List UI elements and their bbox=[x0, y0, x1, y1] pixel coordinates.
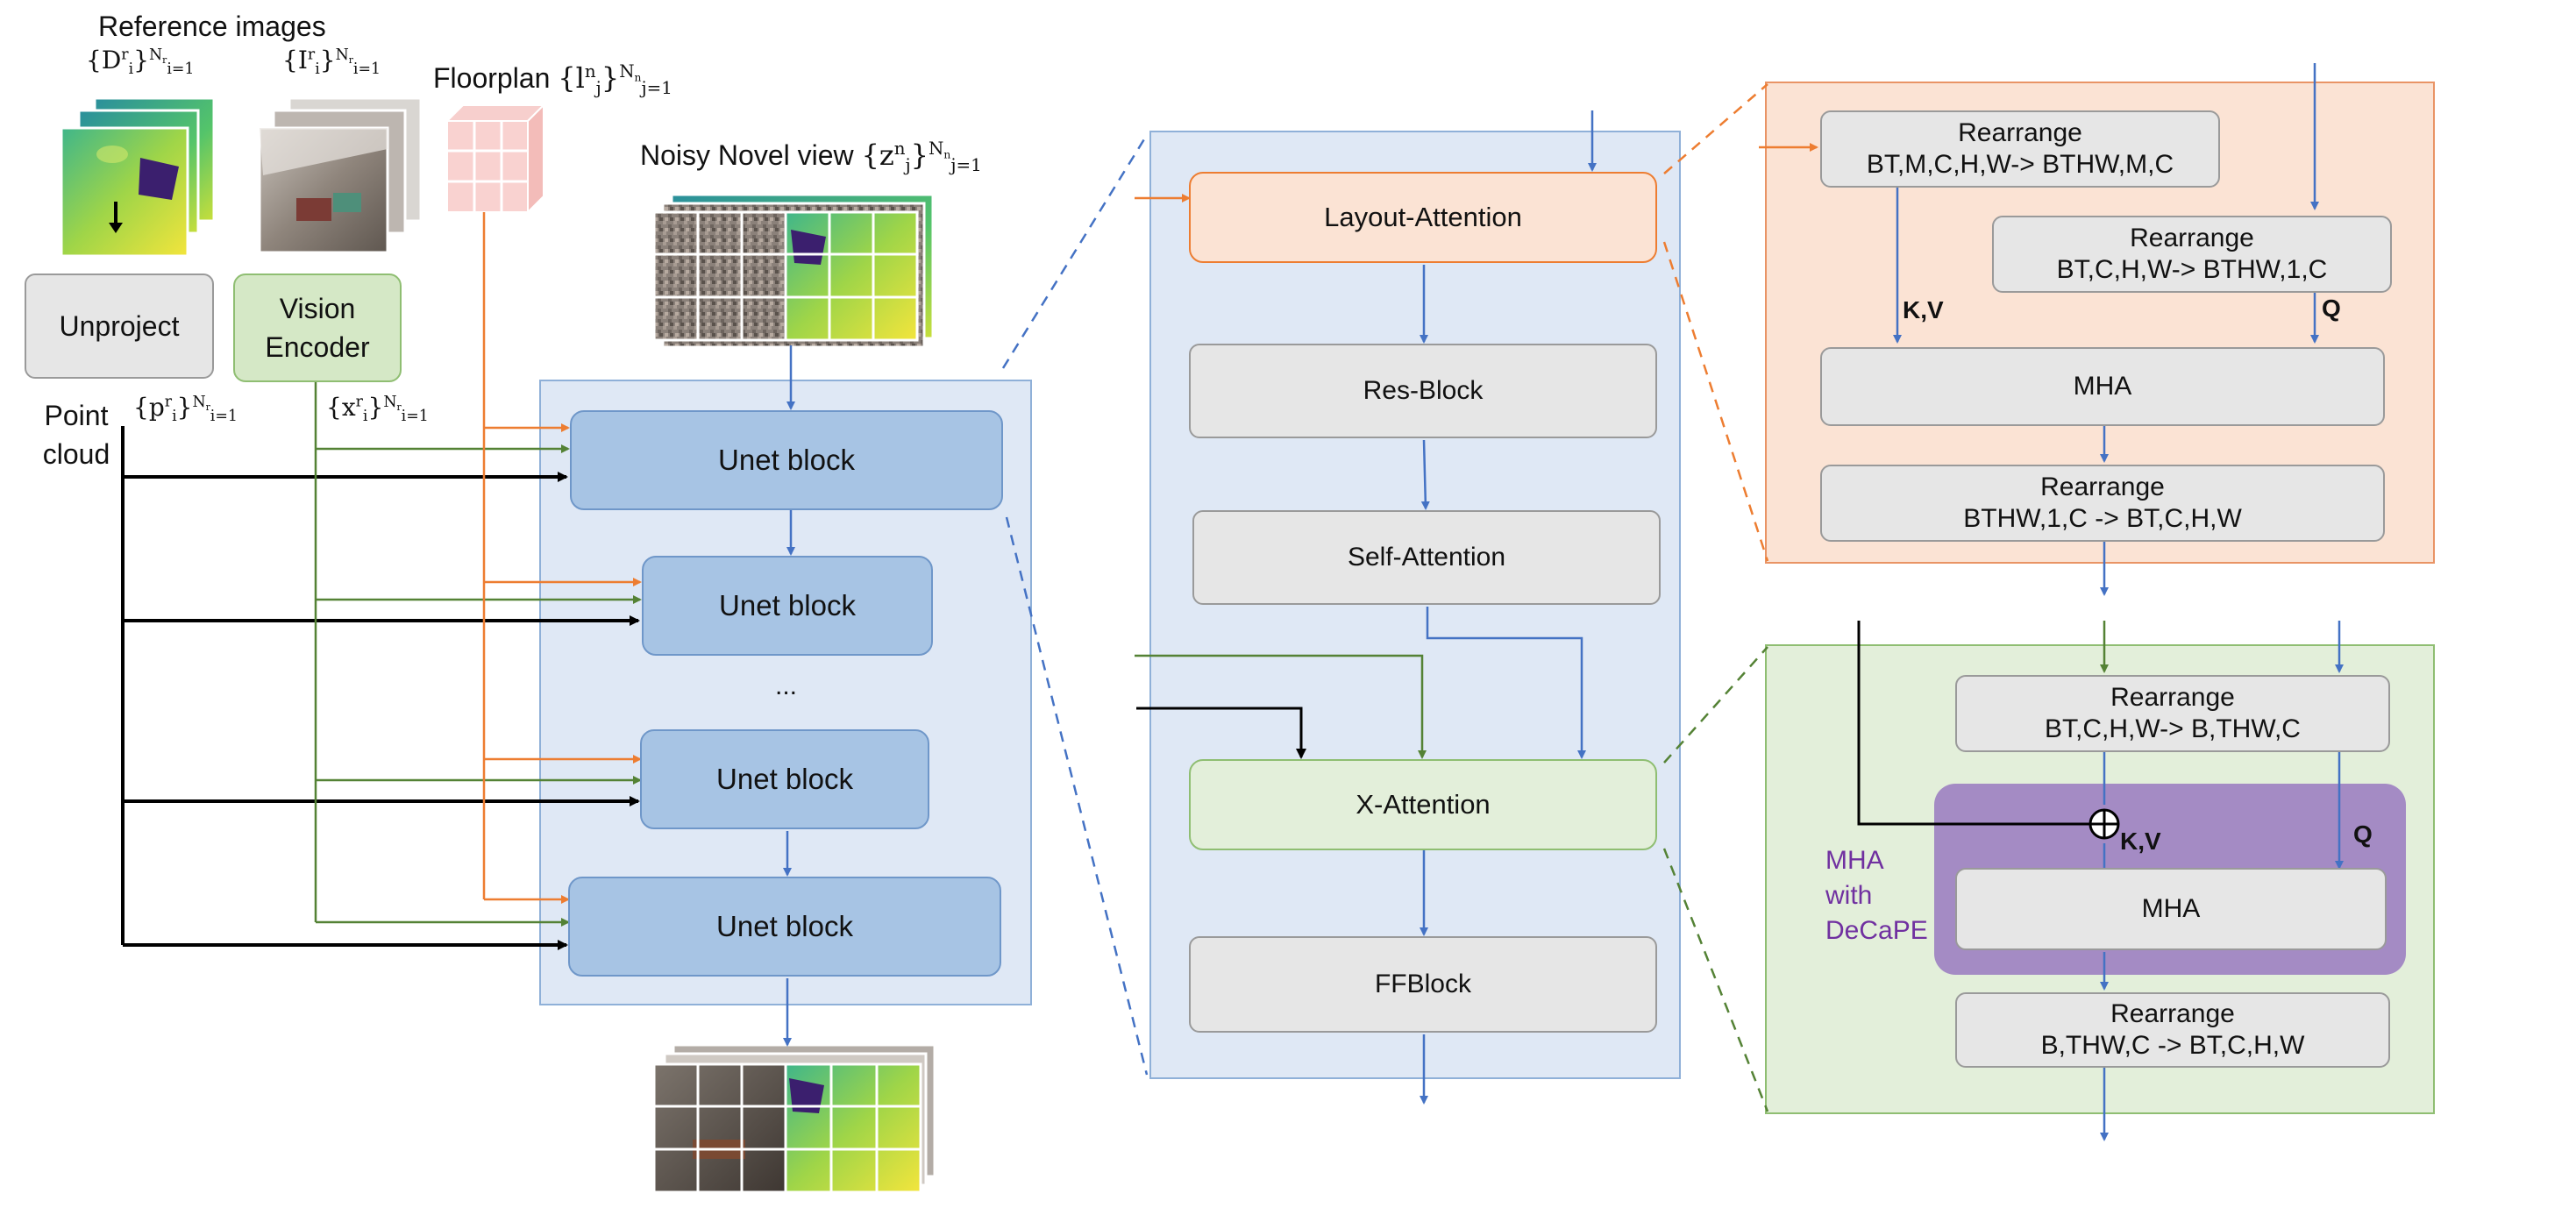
noisy-view-title: Noisy Novel view bbox=[640, 139, 854, 171]
reference-depth-stack bbox=[60, 96, 216, 258]
zoom-line-layout-top bbox=[1663, 83, 1768, 174]
points-set-label: {pri}Nri=1 bbox=[133, 393, 238, 426]
vision-encoder-label: Vision Encoder bbox=[265, 293, 370, 363]
depth-set-label: {Dri}Nri=1 bbox=[86, 46, 194, 78]
unet-chain-flow bbox=[783, 345, 795, 1047]
unproject-box: Unproject bbox=[25, 274, 214, 379]
self-attention-box: Self-Attention bbox=[1192, 510, 1661, 605]
layout-kv-label: K,V bbox=[1903, 296, 1944, 323]
xattn-mha-box: MHA bbox=[1955, 868, 2387, 950]
unet-block-3: Unet block bbox=[640, 729, 929, 829]
zoom-line-unet-bottom bbox=[1005, 516, 1149, 1076]
unet-detail-flow bbox=[1135, 110, 1597, 1105]
unet-block-2: Unet block bbox=[642, 556, 933, 656]
layout-rearrange-q-box: Rearrange BT,C,H,W-> BTHW,1,C bbox=[1992, 216, 2392, 293]
depth-sup: r bbox=[121, 46, 129, 64]
x-attention-flow bbox=[1857, 621, 2344, 1141]
layout-q-label: Q bbox=[2322, 295, 2341, 322]
features-set-label: {xri}Nri=1 bbox=[326, 393, 429, 426]
add-positional-encoding-icon bbox=[2089, 808, 2120, 840]
layout-attention-box: Layout-Attention bbox=[1189, 172, 1657, 263]
unet-block-1: Unet block bbox=[570, 410, 1003, 510]
image-count-sub: i=1 bbox=[352, 60, 381, 79]
point-cloud-flow bbox=[121, 426, 640, 950]
point-cloud-label: Point cloud bbox=[42, 400, 110, 470]
image-sup: r bbox=[307, 46, 316, 64]
floorplan-cube bbox=[445, 103, 546, 215]
depth-sub: i bbox=[128, 60, 134, 79]
depth-set-close: } bbox=[133, 46, 149, 75]
vision-encoder-box: Vision Encoder bbox=[233, 274, 402, 382]
layout-mha-box: MHA bbox=[1820, 347, 2385, 426]
floorplan-set: {lnj}Nnj=1 bbox=[558, 61, 672, 98]
zoom-line-layout-bottom bbox=[1662, 241, 1769, 562]
noisy-view-label: Noisy Novel view {znj}Nnj=1 bbox=[640, 139, 982, 175]
zoom-line-xattn-bottom bbox=[1662, 848, 1769, 1112]
image-sub: i bbox=[315, 60, 320, 79]
reference-rgb-stack bbox=[258, 96, 423, 254]
xattn-q-label: Q bbox=[2353, 821, 2373, 848]
unet-block-4: Unet block bbox=[568, 877, 1001, 977]
noisy-view-stack bbox=[652, 193, 935, 349]
depth-count-sup: Nr bbox=[148, 46, 167, 66]
depth-set-symbol: {D bbox=[86, 46, 122, 75]
decape-label: MHA with DeCaPE bbox=[1825, 846, 1928, 945]
reference-images-title: Reference images bbox=[98, 11, 326, 42]
floorplan-flow bbox=[482, 212, 642, 904]
floorplan-label: Floorplan {lnj}Nnj=1 bbox=[433, 61, 672, 98]
layout-rearrange-kv-box: Rearrange BT,M,C,H,W-> BTHW,M,C bbox=[1820, 110, 2220, 188]
image-set-symbol: {I bbox=[282, 46, 308, 75]
layout-rearrange-out-box: Rearrange BTHW,1,C -> BT,C,H,W bbox=[1820, 465, 2385, 542]
xattn-rearrange-out-box: Rearrange B,THW,C -> BT,C,H,W bbox=[1955, 992, 2390, 1068]
xattn-rearrange-in-box: Rearrange BT,C,H,W-> B,THW,C bbox=[1955, 675, 2390, 752]
zoom-line-xattn-top bbox=[1663, 646, 1768, 764]
zoom-line-unet-top bbox=[1001, 134, 1149, 369]
layout-attention-flow bbox=[1759, 63, 2319, 596]
unet-detail-panel bbox=[1149, 131, 1681, 1079]
output-view-stack bbox=[652, 1043, 936, 1194]
unproject-label: Unproject bbox=[59, 309, 180, 342]
vision-feature-flow bbox=[314, 382, 642, 927]
image-set-close: } bbox=[319, 46, 336, 75]
floorplan-title: Floorplan bbox=[433, 62, 551, 94]
noisy-view-set: {znj}Nnj=1 bbox=[861, 139, 982, 175]
ffblock-box: FFBlock bbox=[1189, 936, 1657, 1033]
depth-count-sub: i=1 bbox=[167, 60, 195, 79]
xattn-kv-label: K,V bbox=[2120, 828, 2161, 855]
image-set-label: {Iri}Nri=1 bbox=[282, 46, 381, 78]
image-count-sup: Nr bbox=[335, 46, 353, 66]
x-attention-box: X-Attention bbox=[1189, 759, 1657, 850]
unet-ellipsis: ... bbox=[775, 671, 798, 700]
res-block-box: Res-Block bbox=[1189, 344, 1657, 438]
